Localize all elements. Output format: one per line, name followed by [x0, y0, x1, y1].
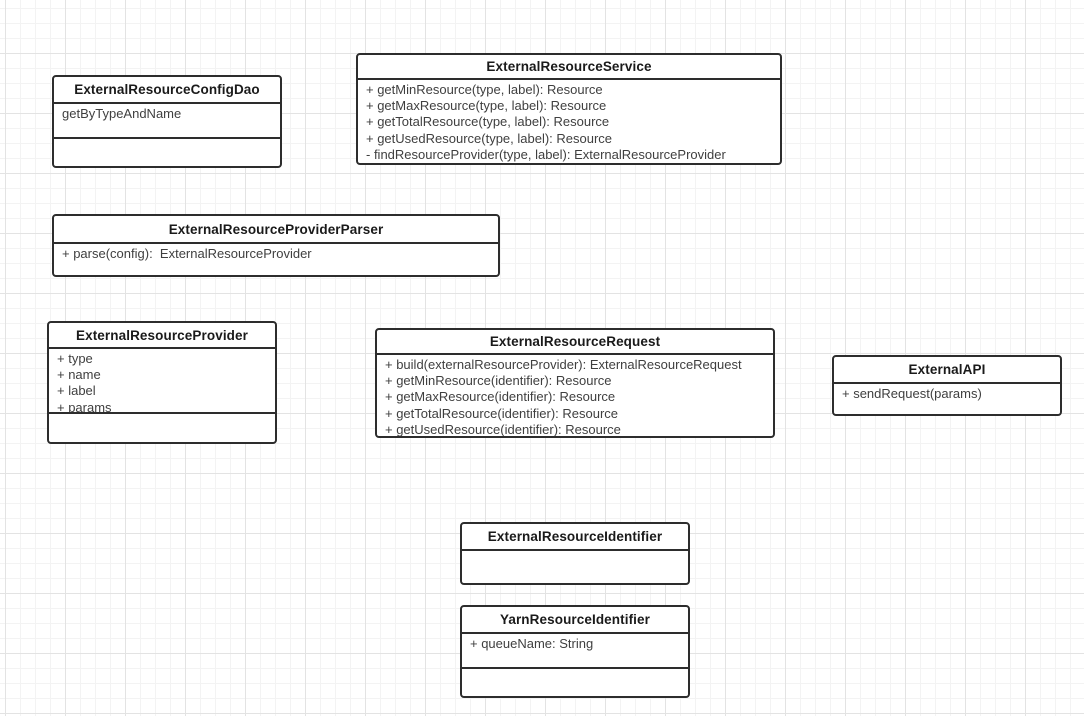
class-title: ExternalResourceConfigDao — [54, 77, 280, 104]
class-member: + getMinResource(identifier): Resource — [385, 373, 612, 389]
class-title: ExternalResourceProvider — [49, 323, 275, 349]
class-member: + getMaxResource(identifier): Resource — [385, 389, 616, 405]
class-member: + sendRequest(params) — [842, 386, 982, 401]
class-box-external-resource-request[interactable]: ExternalResourceRequest + build(externalR… — [375, 328, 775, 438]
class-compartment: getByTypeAndName — [54, 104, 280, 139]
class-compartment — [462, 551, 688, 583]
class-box-external-api[interactable]: ExternalAPI + sendRequest(params) — [832, 355, 1062, 416]
class-box-external-resource-provider[interactable]: ExternalResourceProvider+ type+ name+ la… — [47, 321, 277, 444]
class-member: - findResourceProvider(type, label): Ext… — [366, 146, 726, 162]
class-title: ExternalResourceProviderParser — [54, 216, 498, 244]
class-compartment: + parse(config): ExternalResourceProvide… — [54, 244, 498, 275]
class-member: + getMaxResource(type, label): Resource — [366, 98, 607, 114]
class-compartment — [49, 414, 275, 442]
class-compartment: + sendRequest(params) — [834, 384, 1060, 414]
class-title: ExternalResourceRequest — [377, 330, 773, 355]
class-member: + getUsedResource(identifier): Resource — [385, 421, 621, 436]
class-member: + parse(config): ExternalResourceProvide… — [62, 246, 312, 261]
class-member: + params — [57, 399, 112, 414]
class-box-external-resource-config-dao[interactable]: ExternalResourceConfigDao getByTypeAndNam… — [52, 75, 282, 168]
class-compartment: + type+ name+ label+ params — [49, 349, 275, 414]
class-compartment: + getMinResource(type, label): Resource+… — [358, 80, 780, 163]
class-member: + label — [57, 383, 96, 399]
class-compartment — [462, 669, 688, 696]
class-compartment — [54, 139, 280, 166]
class-box-yarn-resource-identifier[interactable]: YarnResourceIdentifier + queueName: Strin… — [460, 605, 690, 698]
class-title: ExternalAPI — [834, 357, 1060, 384]
class-title: YarnResourceIdentifier — [462, 607, 688, 634]
class-member: + getTotalResource(identifier): Resource — [385, 405, 619, 421]
class-member: + getMinResource(type, label): Resource — [366, 82, 603, 97]
class-member: + build(externalResourceProvider): Exter… — [385, 357, 742, 372]
class-title: ExternalResourceService — [358, 55, 780, 80]
class-title: ExternalResourceIdentifier — [462, 524, 688, 551]
class-member: + getTotalResource(type, label): Resourc… — [366, 114, 610, 130]
class-compartment: + queueName: String — [462, 634, 688, 669]
class-member: + queueName: String — [470, 636, 594, 651]
class-member: getByTypeAndName — [62, 106, 182, 121]
class-box-external-resource-provider-parser[interactable]: ExternalResourceProviderParser + parse(co… — [52, 214, 500, 277]
class-member: + name — [57, 367, 101, 383]
class-compartment: + build(externalResourceProvider): Exter… — [377, 355, 773, 436]
class-box-external-resource-service[interactable]: ExternalResourceService+ getMinResource(… — [356, 53, 782, 165]
class-member: + type — [57, 351, 93, 366]
class-box-external-resource-identifier[interactable]: ExternalResourceIdentifier — [460, 522, 690, 585]
class-member: + getUsedResource(type, label): Resource — [366, 130, 613, 146]
